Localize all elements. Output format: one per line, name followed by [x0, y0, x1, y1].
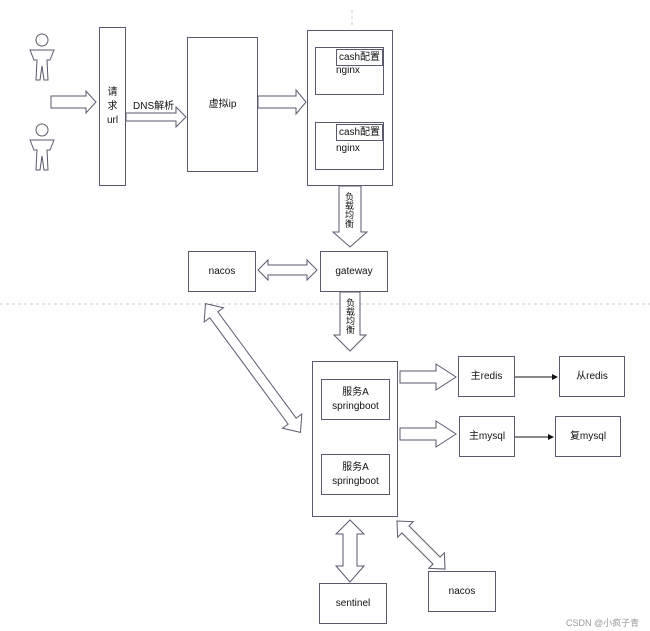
arrow-mysql-replication — [548, 434, 554, 440]
arrow-services-to-redis — [399, 363, 457, 391]
csdn-watermark: CSDN @小疯子青 — [566, 618, 640, 628]
arrow-virtual-ip-to-nginx — [257, 88, 307, 116]
arrow-services-nacos-diagonal — [396, 520, 446, 570]
service-a-box-1: 服务A springboot — [321, 379, 390, 420]
nginx-label-2: nginx — [336, 143, 360, 154]
service-a-label-1: 服务A springboot — [332, 386, 379, 412]
request-url-label: 请 求 url — [106, 86, 119, 126]
service-a-box-2: 服务A springboot — [321, 454, 390, 495]
cash-config-box-1: cash配置 — [336, 49, 383, 66]
arrow-gateway-to-services — [332, 291, 368, 352]
virtual-ip-box: 虚拟ip — [187, 37, 258, 172]
arrow-nacos-gateway — [257, 258, 318, 282]
cash-config-box-2: cash配置 — [336, 124, 383, 141]
cash-config-label-2: cash配置 — [338, 126, 381, 138]
service-a-label-2: 服务A springboot — [332, 461, 379, 487]
gateway-box: gateway — [320, 251, 388, 292]
load-balance-label-1: 负载均衡 — [344, 192, 354, 228]
cash-config-label-1: cash配置 — [338, 51, 381, 63]
nacos-top-box: nacos — [188, 251, 256, 292]
replica-mysql-label: 复mysql — [569, 430, 607, 442]
nginx-label-1: nginx — [336, 65, 360, 76]
master-redis-label: 主redis — [470, 370, 503, 382]
arrow-nacos-services-diagonal — [203, 302, 303, 434]
replica-mysql-box: 复mysql — [555, 416, 621, 457]
arrow-services-sentinel — [334, 519, 366, 583]
slave-redis-label: 从redis — [576, 370, 608, 382]
dns-resolution-label: DNS解析 — [133, 101, 175, 112]
user-figure-1 — [29, 33, 55, 81]
arrow-nginx-to-gateway — [331, 185, 369, 248]
user-figure-2 — [29, 123, 55, 171]
virtual-ip-label: 虚拟ip — [208, 98, 237, 110]
master-mysql-box: 主mysql — [459, 416, 515, 457]
master-mysql-label: 主mysql — [468, 430, 506, 442]
gateway-label: gateway — [335, 265, 373, 277]
arrow-redis-replication — [552, 374, 558, 380]
nacos-bottom-label: nacos — [448, 585, 476, 597]
load-balance-label-2: 负载均衡 — [345, 298, 355, 334]
nginx-box-1: nginx — [315, 47, 384, 95]
arrow-users-to-request — [50, 89, 97, 115]
nacos-bottom-box: nacos — [428, 571, 496, 612]
slave-redis-box: 从redis — [559, 356, 625, 397]
arrow-request-to-virtual-ip — [125, 105, 187, 129]
nacos-top-label: nacos — [208, 265, 236, 277]
master-redis-box: 主redis — [458, 356, 515, 397]
sentinel-label: sentinel — [335, 597, 371, 609]
request-url-box: 请 求 url — [99, 27, 126, 186]
sentinel-box: sentinel — [319, 583, 387, 624]
arrow-services-to-mysql — [399, 420, 457, 448]
